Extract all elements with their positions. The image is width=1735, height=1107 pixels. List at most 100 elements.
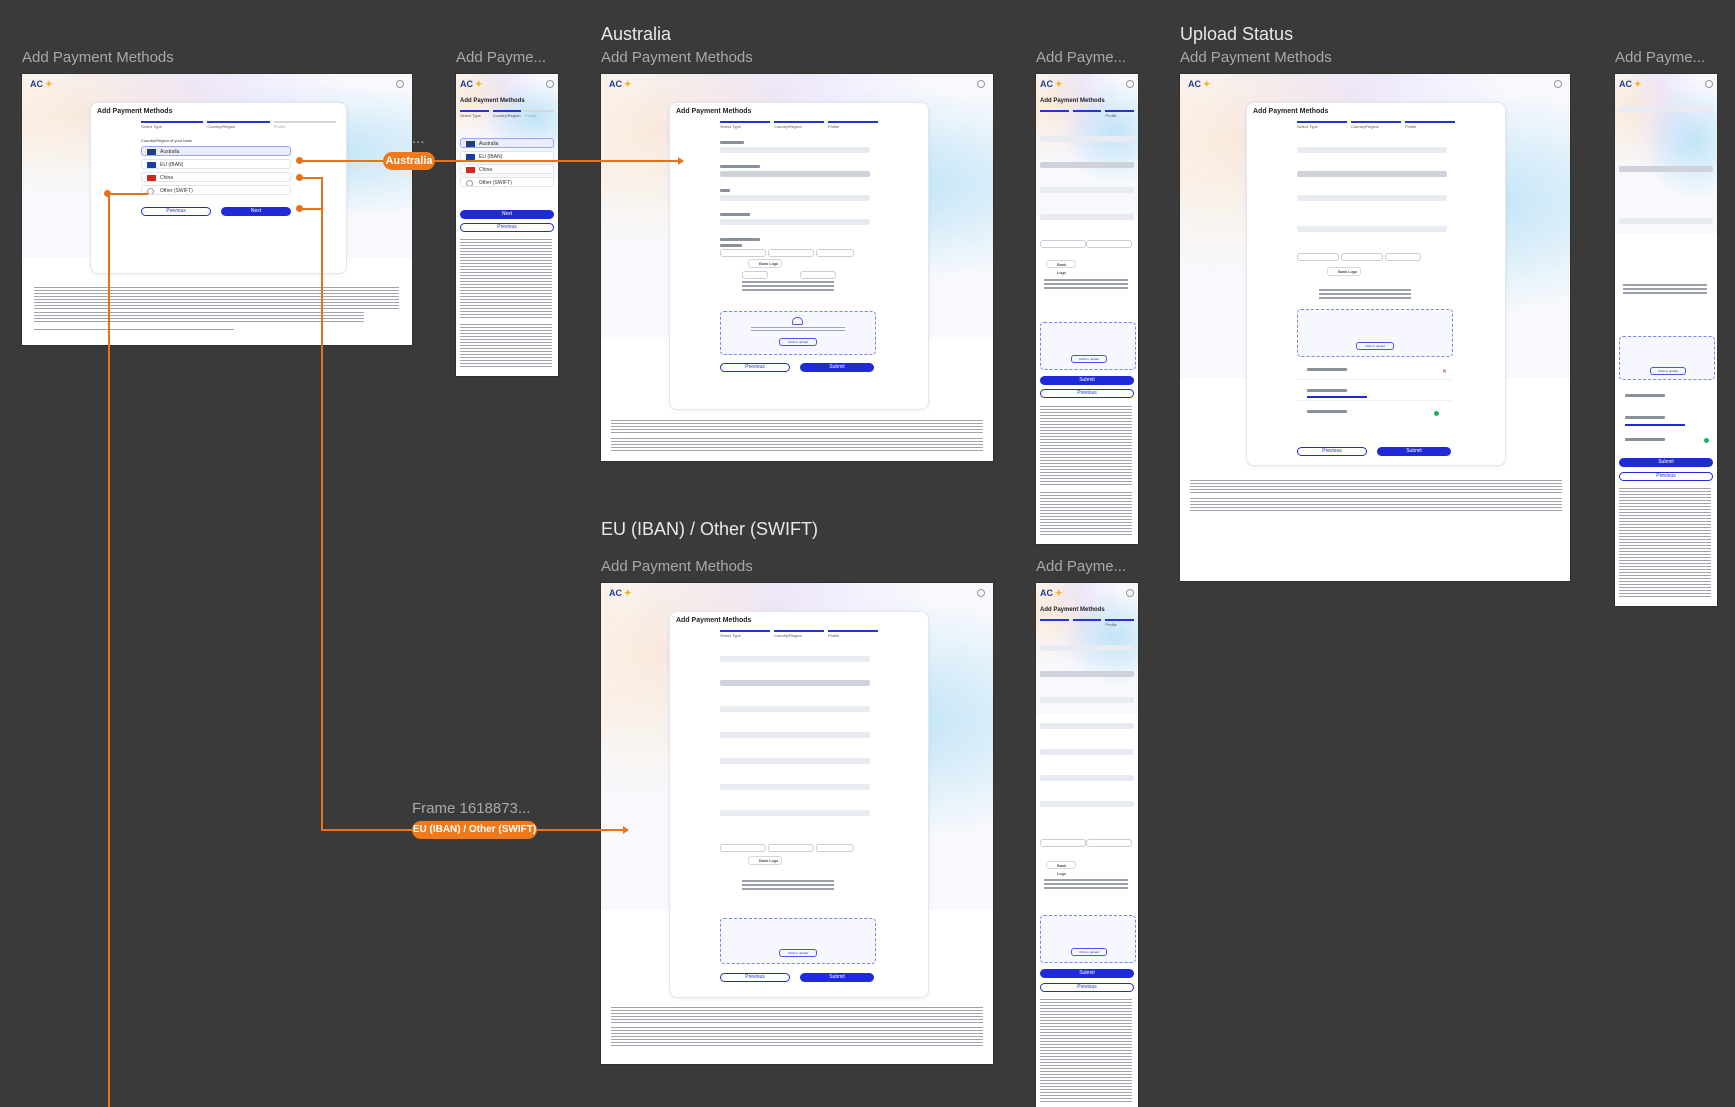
- upload-dropzone[interactable]: Click to upload: [720, 918, 876, 964]
- swift-code-input[interactable]: [1040, 801, 1134, 807]
- previous-button[interactable]: Previous: [460, 223, 554, 232]
- region-option-china[interactable]: China: [460, 164, 554, 174]
- account-number-input[interactable]: [1619, 218, 1713, 224]
- region-option-australia[interactable]: Australia: [141, 146, 291, 156]
- user-icon[interactable]: [396, 80, 404, 88]
- submit-button[interactable]: Submit: [1040, 969, 1134, 978]
- previous-button[interactable]: Previous: [720, 973, 790, 982]
- bank-name-input[interactable]: [720, 656, 870, 662]
- frame-label[interactable]: Add Payme...: [1615, 49, 1706, 66]
- iban-input[interactable]: [720, 706, 870, 712]
- disclaimer-text: [1040, 492, 1132, 536]
- delete-icon[interactable]: ✕: [1441, 369, 1447, 375]
- region-option-australia[interactable]: Australia: [460, 138, 554, 148]
- click-to-upload-button[interactable]: Click to upload: [1071, 948, 1107, 956]
- previous-button[interactable]: Previous: [1619, 472, 1713, 481]
- branch-address-input[interactable]: [720, 784, 870, 790]
- frame-upload-status-desktop[interactable]: AC✦ Add Payment Methods Select Type Coun…: [1180, 74, 1570, 581]
- upload-dropzone[interactable]: Click to upload: [720, 311, 876, 355]
- bank-name-input[interactable]: [1297, 147, 1447, 153]
- submit-button[interactable]: Submit: [1619, 458, 1713, 467]
- click-to-upload-button[interactable]: Click to upload: [779, 949, 817, 957]
- stepper: Select Type Country/Region Profile: [141, 121, 336, 129]
- frame-upload-status-mobile[interactable]: AC✦ Click to upload Submit Previous: [1615, 74, 1717, 606]
- frame-label[interactable]: Add Payment Methods: [601, 49, 753, 66]
- region-option-eu[interactable]: EU (IBAN): [141, 159, 291, 169]
- frame-eu-other-mobile[interactable]: AC✦ Add Payment Methods Profile Bank Log…: [1036, 583, 1138, 1107]
- user-icon[interactable]: [1554, 80, 1562, 88]
- frame-label-floating[interactable]: Frame 1618873...: [412, 800, 531, 817]
- step-select-type: Select Type: [720, 121, 770, 129]
- frame-select-region-mobile[interactable]: AC✦ Add Payment Methods Select Type Coun…: [456, 74, 558, 376]
- previous-button[interactable]: Previous: [1040, 389, 1134, 398]
- frame-label[interactable]: Add Payment Methods: [1180, 49, 1332, 66]
- frame-label[interactable]: Add Payment Methods: [601, 558, 753, 575]
- uploading-file-row[interactable]: [1297, 386, 1451, 401]
- connector-start-dot[interactable]: [296, 157, 303, 164]
- previous-button[interactable]: Previous: [1040, 983, 1134, 992]
- previous-button[interactable]: Previous: [1297, 447, 1367, 456]
- uploaded-file-row[interactable]: ✕: [1297, 365, 1451, 380]
- next-button[interactable]: Next: [221, 207, 291, 216]
- previous-button[interactable]: Previous: [720, 363, 790, 372]
- next-button[interactable]: Next: [460, 210, 554, 219]
- user-icon[interactable]: [977, 589, 985, 597]
- user-icon[interactable]: [977, 80, 985, 88]
- disclaimer-text: [460, 239, 552, 319]
- province-input[interactable]: [1040, 723, 1134, 729]
- click-to-upload-button[interactable]: Click to upload: [1650, 367, 1686, 375]
- frame-australia-desktop[interactable]: AC✦ Add Payment Methods Select Type Coun…: [601, 74, 993, 461]
- province-input[interactable]: [720, 732, 870, 738]
- click-to-upload-button[interactable]: Click to upload: [1356, 342, 1394, 350]
- bank-logo-sample: Bank Logo: [748, 259, 782, 268]
- city-input[interactable]: [720, 758, 870, 764]
- bank-name-input[interactable]: [1040, 645, 1134, 651]
- upload-dropzone[interactable]: Click to upload: [1297, 309, 1453, 357]
- bsb-input[interactable]: [1040, 187, 1134, 193]
- bank-name-input[interactable]: [1619, 106, 1713, 112]
- frame-label[interactable]: Add Payme...: [1036, 49, 1127, 66]
- click-to-upload-button[interactable]: Click to upload: [779, 338, 817, 346]
- submit-button[interactable]: Submit: [1040, 376, 1134, 385]
- logo: AC✦: [609, 79, 632, 89]
- frame-label[interactable]: Add Payment Methods: [22, 49, 174, 66]
- frame-label[interactable]: Add Payme...: [1036, 558, 1127, 575]
- account-number-input[interactable]: [720, 219, 870, 225]
- user-icon[interactable]: [1126, 589, 1134, 597]
- connector-start-dot[interactable]: [296, 174, 303, 181]
- bank-name-input[interactable]: [1040, 136, 1134, 142]
- user-icon[interactable]: [1705, 80, 1713, 88]
- branch-address-input[interactable]: [1040, 775, 1134, 781]
- previous-button[interactable]: Previous: [141, 207, 211, 216]
- swift-code-input[interactable]: [720, 810, 870, 816]
- submit-button[interactable]: Submit: [800, 363, 874, 372]
- upload-dropzone[interactable]: Click to upload: [1040, 915, 1136, 963]
- region-option-other[interactable]: Other (SWIFT): [141, 185, 291, 195]
- submit-button[interactable]: Submit: [1377, 447, 1451, 456]
- city-input[interactable]: [1040, 749, 1134, 755]
- account-number-input[interactable]: [1297, 226, 1447, 232]
- upload-dropzone[interactable]: Click to upload: [1040, 322, 1136, 370]
- connector-start-dot[interactable]: [104, 190, 111, 197]
- user-icon[interactable]: [546, 80, 554, 88]
- completed-file-row[interactable]: [1297, 407, 1451, 421]
- flow-tag-eu-other[interactable]: EU (IBAN) / Other (SWIFT): [412, 821, 537, 839]
- bsb-input[interactable]: [1297, 195, 1447, 201]
- region-option-other[interactable]: Other (SWIFT): [460, 177, 554, 187]
- step-select-type: Select Type: [460, 110, 489, 118]
- frame-select-region-desktop[interactable]: AC✦ Add Payment Methods Select Type Coun…: [22, 74, 412, 345]
- frame-eu-other-desktop[interactable]: AC✦ Add Payment Methods Select Type Coun…: [601, 583, 993, 1064]
- account-number-input[interactable]: [1040, 214, 1134, 220]
- region-option-china[interactable]: China: [141, 172, 291, 182]
- connector-start-dot[interactable]: [296, 205, 303, 212]
- bank-name-input[interactable]: [720, 147, 870, 153]
- click-to-upload-button[interactable]: Click to upload: [1071, 355, 1107, 363]
- bsb-input[interactable]: [720, 195, 870, 201]
- frame-australia-mobile[interactable]: AC✦ Add Payment Methods Profile Bank Log…: [1036, 74, 1138, 544]
- frame-label[interactable]: Add Payme...: [456, 49, 547, 66]
- iban-input[interactable]: [1040, 697, 1134, 703]
- flow-tag-australia[interactable]: Australia: [383, 152, 435, 170]
- user-icon[interactable]: [1126, 80, 1134, 88]
- submit-button[interactable]: Submit: [800, 973, 874, 982]
- upload-dropzone[interactable]: Click to upload: [1619, 336, 1715, 380]
